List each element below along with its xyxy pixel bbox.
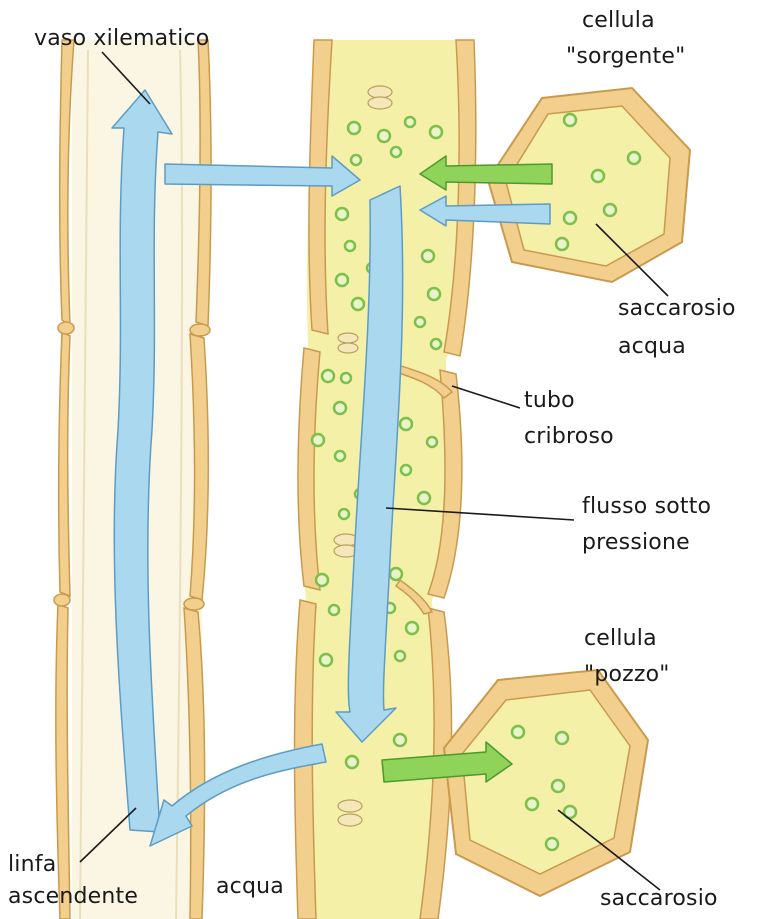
label-water: acqua xyxy=(216,870,284,904)
label-source-contents-line1: saccarosio xyxy=(618,292,736,326)
label-sink-contents: saccarosio xyxy=(600,882,718,916)
label-xylem-vessel: vaso xilematico xyxy=(34,22,209,56)
label-pressure-flow-line1: flusso sotto xyxy=(582,490,711,524)
sink-cell xyxy=(444,670,648,896)
label-sink-cell-line2: "pozzo" xyxy=(584,658,670,692)
label-ascending-sap-line1: linfa xyxy=(8,848,56,882)
label-sieve-tube-line2: cribroso xyxy=(524,420,614,454)
label-source-cell-line2: "sorgente" xyxy=(566,40,685,74)
source-cell xyxy=(488,88,690,282)
label-source-cell-line1: cellula xyxy=(582,4,655,38)
leader-sieve-tube xyxy=(452,386,520,408)
label-ascending-sap-line2: ascendente xyxy=(8,880,138,914)
label-source-contents-line2: acqua xyxy=(618,330,686,364)
label-pressure-flow-line2: pressione xyxy=(582,526,690,560)
label-sieve-tube-line1: tubo xyxy=(524,384,575,418)
label-sink-cell-line1: cellula xyxy=(584,622,657,656)
